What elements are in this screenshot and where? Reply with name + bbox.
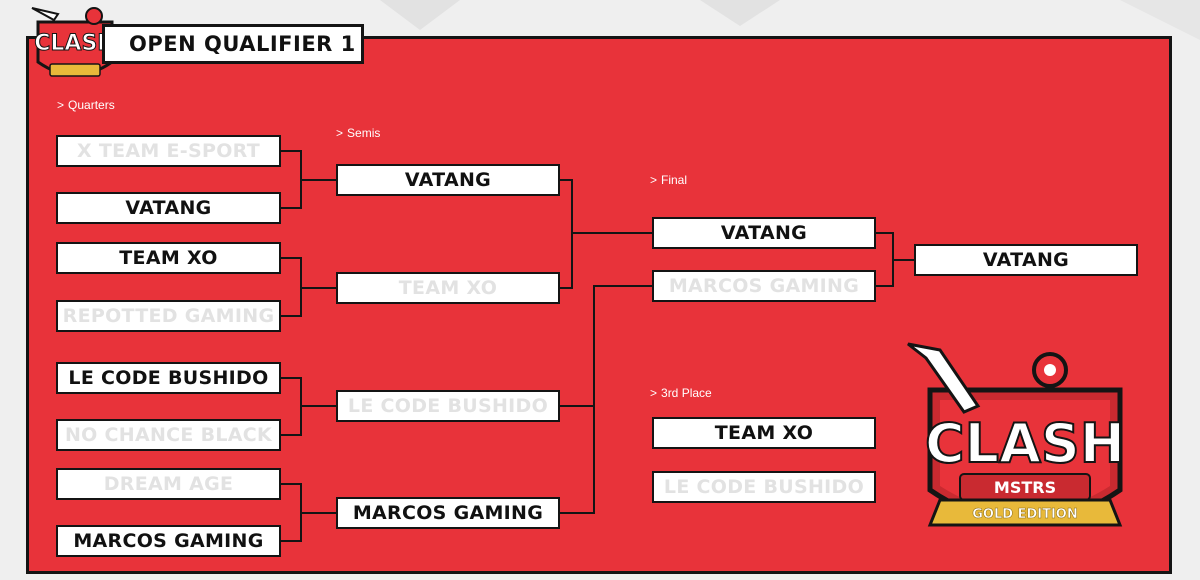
quarter-slot: NO CHANCE BLACK bbox=[56, 419, 281, 451]
quarter-slot: DREAM AGE bbox=[56, 468, 281, 500]
champion-slot: VATANG bbox=[914, 244, 1138, 276]
final-slot: VATANG bbox=[652, 217, 876, 249]
quarter-slot: REPOTTED GAMING bbox=[56, 300, 281, 332]
semi-slot: MARCOS GAMING bbox=[336, 497, 560, 529]
round-label-quarters: >Quarters bbox=[57, 98, 115, 112]
page-title: OPEN QUALIFIER 1 bbox=[102, 24, 364, 64]
quarter-slot: MARCOS GAMING bbox=[56, 525, 281, 557]
logo-sub: MSTRS bbox=[994, 478, 1056, 497]
quarter-slot: TEAM XO bbox=[56, 242, 281, 274]
semi-slot: LE CODE BUSHIDO bbox=[336, 390, 560, 422]
logo-ribbon: GOLD EDITION bbox=[972, 507, 1077, 522]
quarter-slot: X TEAM E-SPORT bbox=[56, 135, 281, 167]
quarter-slot: LE CODE BUSHIDO bbox=[56, 362, 281, 394]
quarter-slot: VATANG bbox=[56, 192, 281, 224]
third-place-slot: LE CODE BUSHIDO bbox=[652, 471, 876, 503]
final-slot: MARCOS GAMING bbox=[652, 270, 876, 302]
round-label-semis: >Semis bbox=[336, 126, 381, 140]
round-label-third-place: >3rd Place bbox=[650, 386, 712, 400]
semi-slot: TEAM XO bbox=[336, 272, 560, 304]
logo-word: CLASH bbox=[925, 412, 1125, 475]
round-label-final: >Final bbox=[650, 173, 688, 187]
clash-mstrs-logo: CLASH MSTRS GOLD EDITION bbox=[907, 342, 1126, 527]
semi-slot: VATANG bbox=[336, 164, 560, 196]
third-place-slot: TEAM XO bbox=[652, 417, 876, 449]
